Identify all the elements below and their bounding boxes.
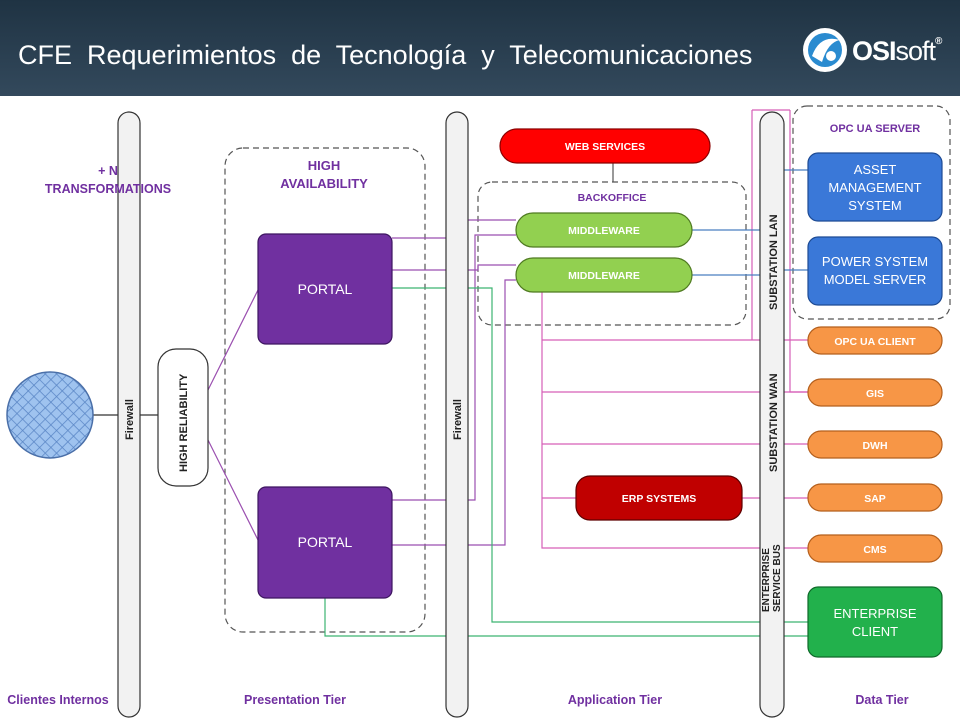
dwh-box	[807, 430, 943, 459]
middleware-1-box	[515, 212, 693, 248]
gis-box	[807, 378, 943, 407]
enterprise-client-label-2: CLIENT	[852, 624, 898, 639]
backoffice-region	[477, 181, 747, 326]
firewall-right-label: Firewall	[452, 399, 464, 440]
tier-clientes-label: Clientes Internos	[7, 693, 108, 707]
asset-management-label-3: SYSTEM	[848, 198, 901, 213]
tier-application-label: Application Tier	[568, 693, 662, 707]
cms-label: CMS	[863, 544, 886, 556]
backoffice-label: BACKOFFICE	[578, 192, 647, 204]
portal-bottom-label: PORTAL	[298, 534, 353, 550]
opc-ua-server-label: OPC UA SERVER	[830, 123, 921, 135]
osisoft-logo: OSIsoft®	[800, 22, 950, 78]
sap-label: SAP	[864, 493, 886, 505]
portal-top-box	[257, 233, 393, 345]
firewall-bar-right	[445, 111, 469, 718]
opc-ua-client-box	[807, 326, 943, 355]
enterprise-service-bus-label-1: ENTERPRISE	[761, 548, 772, 612]
erp-systems-label: ERP SYSTEMS	[622, 493, 697, 505]
header-bar: CFE Requerimientos de Tecnología y Telec…	[0, 0, 960, 96]
dwh-label: DWH	[862, 440, 887, 452]
transformations-label-2: TRANSFORMATIONS	[45, 182, 171, 196]
architecture-diagram: Firewall Firewall SUBSTATION LAN SUBSTAT…	[6, 105, 951, 718]
high-reliability-box	[157, 348, 209, 487]
firewall-bar-left	[117, 111, 141, 718]
portal-top-label: PORTAL	[298, 281, 353, 297]
cms-box	[807, 534, 943, 563]
tier-data-label: Data Tier	[855, 693, 908, 707]
osisoft-logo-icon	[803, 28, 847, 72]
tier-presentation-label: Presentation Tier	[244, 693, 346, 707]
enterprise-client-label-1: ENTERPRISE	[833, 606, 916, 621]
asset-management-label-2: MANAGEMENT	[828, 180, 921, 195]
asset-management-box	[807, 152, 943, 222]
web-services-label: WEB SERVICES	[565, 141, 645, 153]
enterprise-service-bus-label-2: SERVICE BUS	[772, 544, 783, 612]
power-system-model-label-1: POWER SYSTEM	[822, 254, 928, 269]
asset-management-label-1: ASSET	[854, 162, 897, 177]
erp-systems-box	[575, 475, 743, 521]
osisoft-logo-text: OSIsoft®	[852, 36, 942, 66]
web-services-box	[499, 128, 711, 164]
high-reliability-label: HIGH RELIABILITY	[178, 373, 190, 472]
opc-ua-client-label: OPC UA CLIENT	[834, 336, 916, 348]
portal-bottom-box	[257, 486, 393, 599]
gis-label: GIS	[866, 388, 884, 400]
transformations-label-1: + N	[98, 164, 118, 178]
middleware-2-box	[515, 257, 693, 293]
high-availability-label-1: HIGH	[308, 158, 341, 173]
middleware-2-label: MIDDLEWARE	[568, 270, 640, 282]
enterprise-client-box	[807, 586, 943, 658]
sap-box	[807, 483, 943, 512]
substation-wan-label: SUBSTATION WAN	[768, 373, 780, 472]
page-title: CFE Requerimientos de Tecnología y Telec…	[18, 40, 753, 70]
clients-globe-icon	[6, 371, 94, 459]
high-availability-label-2: AVAILABILITY	[280, 176, 368, 191]
firewall-left-label: Firewall	[124, 399, 136, 440]
substation-bus-bar	[759, 111, 785, 718]
middleware-1-label: MIDDLEWARE	[568, 225, 640, 237]
power-system-model-box	[807, 236, 943, 306]
opc-ua-server-region	[792, 105, 951, 320]
power-system-model-label-2: MODEL SERVER	[824, 272, 927, 287]
substation-lan-label: SUBSTATION LAN	[768, 214, 780, 310]
